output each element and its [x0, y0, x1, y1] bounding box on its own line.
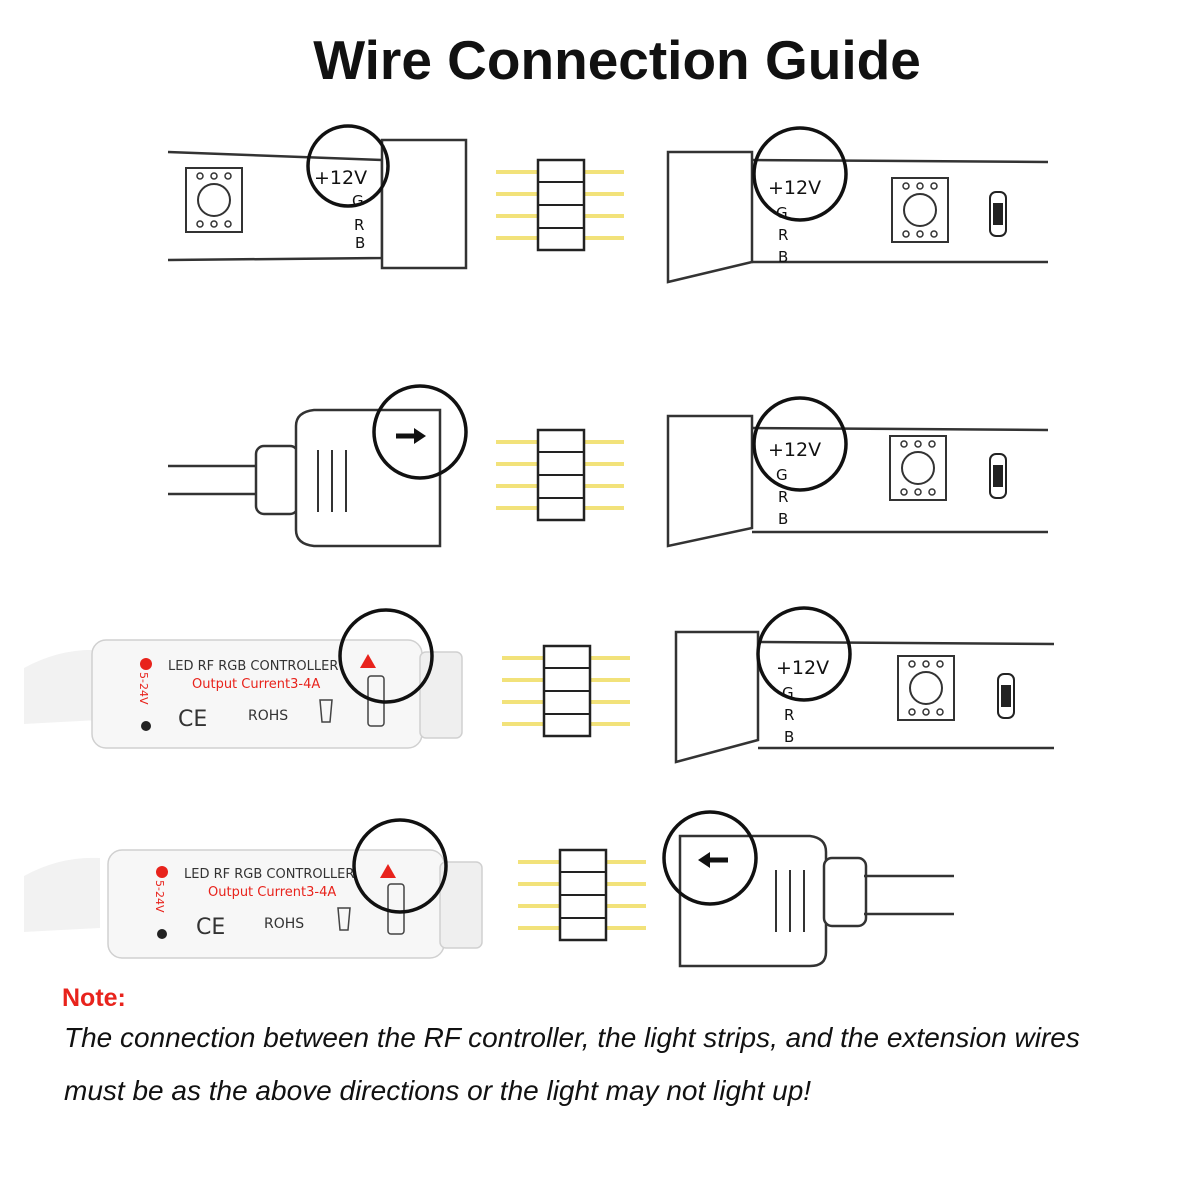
- warning-icon: [360, 654, 376, 668]
- plus-icon: [156, 866, 168, 878]
- minus-icon: [157, 929, 167, 939]
- voltage-label: +12V: [768, 439, 821, 461]
- controller-name: LED RF RGB CONTROLLER: [184, 867, 354, 882]
- led-chip-icon: [897, 655, 955, 721]
- highlight-circle: [306, 124, 390, 208]
- connector-pins-icon: [500, 644, 632, 738]
- rohs-mark: ROHS: [248, 708, 288, 724]
- pin-label-b: B: [784, 728, 794, 746]
- highlight-circle: [752, 126, 848, 222]
- note-text-line-2: must be as the above directions or the l…: [64, 1075, 812, 1106]
- highlight-circle: [756, 606, 852, 702]
- pin-label-g: G: [352, 192, 364, 210]
- connector-pins-icon: [516, 848, 648, 942]
- pin-label-b: B: [355, 234, 365, 252]
- rf-controller: 5-24V LED RF RGB CONTROLLER Output Curre…: [24, 818, 483, 959]
- led-chip-icon: [889, 435, 947, 501]
- wiring-diagram: +12V G R B +12V G R B: [24, 124, 1055, 968]
- minus-icon: [141, 721, 151, 731]
- page-title: Wire Connection Guide: [313, 29, 921, 91]
- resistor-icon: [989, 191, 1007, 237]
- pin-label-b: B: [778, 248, 788, 266]
- connector-pins-icon: [494, 428, 626, 522]
- voltage-label: +12V: [776, 657, 829, 679]
- led-strip-left: +12V G R B: [167, 124, 468, 270]
- connector-pins-icon: [494, 158, 626, 252]
- row-3: 5-24V LED RF RGB CONTROLLER Output Curre…: [24, 606, 1055, 764]
- pin-label-r: R: [784, 706, 794, 724]
- pin-label-g: G: [776, 204, 788, 222]
- pin-label-r: R: [778, 488, 788, 506]
- controller-name: LED RF RGB CONTROLLER: [168, 659, 338, 674]
- led-strip-right: +12V G R B: [666, 396, 1049, 548]
- voltage-range: 5-24V: [153, 880, 166, 913]
- note-text-line-1: The connection between the RF controller…: [64, 1022, 1080, 1053]
- plus-icon: [140, 658, 152, 670]
- arrow-right-icon: [396, 428, 426, 444]
- warning-icon: [380, 864, 396, 878]
- highlight-circle: [352, 818, 448, 914]
- highlight-circle: [752, 396, 848, 492]
- row-4: 5-24V LED RF RGB CONTROLLER Output Curre…: [24, 810, 954, 968]
- controller-output: Output Current3-4A: [208, 885, 336, 900]
- weee-bin-icon: [337, 907, 351, 931]
- led-chip-icon: [185, 167, 243, 233]
- pin-label-g: G: [776, 466, 788, 484]
- controller-output: Output Current3-4A: [192, 677, 320, 692]
- rohs-mark: ROHS: [264, 916, 304, 932]
- highlight-circle: [662, 810, 758, 906]
- pin-label-r: R: [778, 226, 788, 244]
- extension-wire-plug: [168, 384, 468, 548]
- led-chip-icon: [891, 177, 949, 243]
- voltage-label: +12V: [768, 177, 821, 199]
- led-strip-right: +12V G R B: [666, 126, 1049, 284]
- ce-mark: CE: [196, 915, 225, 940]
- voltage-range: 5-24V: [137, 672, 150, 705]
- extension-wire-plug: [662, 810, 954, 968]
- highlight-circle: [372, 384, 468, 480]
- row-1: +12V G R B +12V G R B: [167, 124, 1049, 284]
- note-label: Note:: [62, 984, 126, 1012]
- highlight-circle: [338, 608, 434, 704]
- resistor-icon: [997, 673, 1015, 719]
- ce-mark: CE: [178, 707, 207, 732]
- rf-controller: 5-24V LED RF RGB CONTROLLER Output Curre…: [24, 608, 463, 749]
- weee-bin-icon: [319, 699, 333, 723]
- led-strip-right: +12V G R B: [674, 606, 1055, 764]
- arrow-left-icon: [698, 852, 728, 868]
- pin-label-b: B: [778, 510, 788, 528]
- pin-label-r: R: [354, 216, 364, 234]
- resistor-icon: [989, 453, 1007, 499]
- voltage-label: +12V: [314, 167, 367, 189]
- row-2: +12V G R B: [168, 384, 1049, 548]
- pin-label-g: G: [782, 684, 794, 702]
